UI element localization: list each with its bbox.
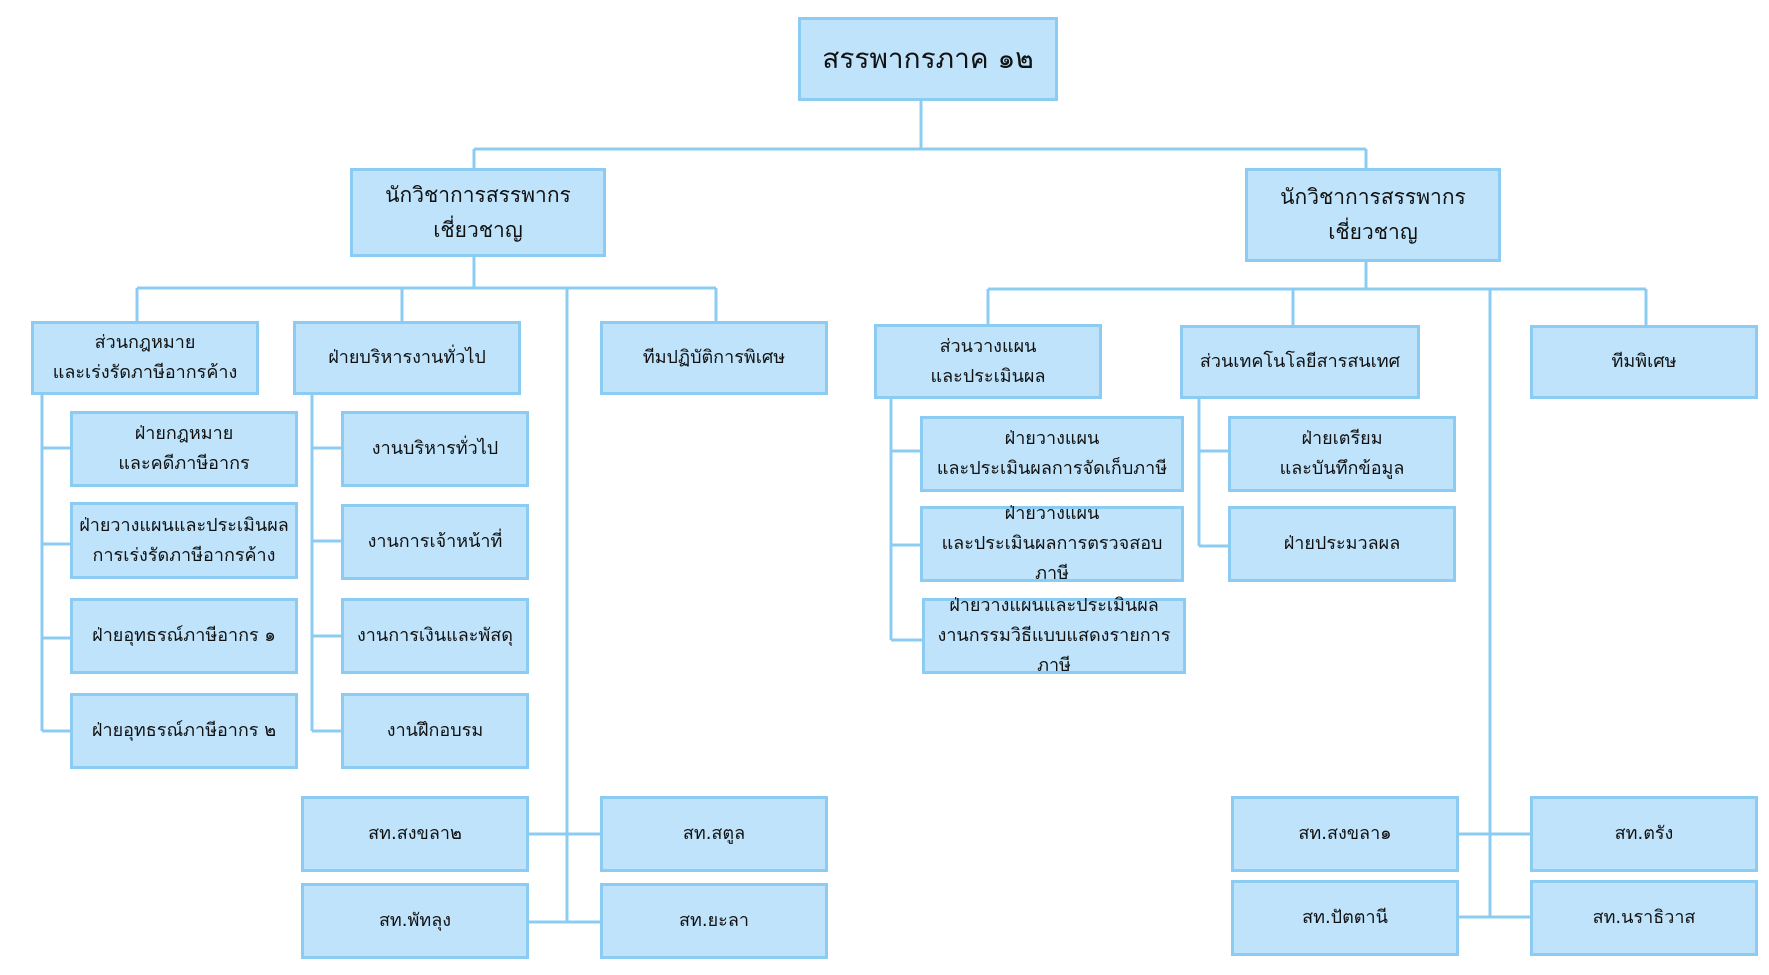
legal-unit-label: ฝ่ายกฎหมายและคดีภาษีอากร [118, 423, 250, 474]
office-trang-label: สท.ตรัง [1614, 823, 1674, 845]
training-work-box: งานฝึกอบรม [341, 693, 529, 769]
data-prep-unit-box: ฝ่ายเตรียมและบันทึกข้อมูล [1228, 416, 1456, 492]
legal-section-label: ส่วนกฎหมายและเร่งรัดภาษีอากรค้าง [52, 332, 238, 383]
legal-section-box: ส่วนกฎหมายและเร่งรัดภาษีอากรค้าง [31, 321, 259, 395]
expert-left-label: นักวิชาการสรรพากรเชี่ยวชาญ [385, 182, 571, 242]
office-narathiwat-label: สท.นราธิวาส [1592, 907, 1696, 929]
office-yala-box: สท.ยะลา [600, 883, 828, 959]
general-admin-work-box: งานบริหารทั่วไป [341, 411, 529, 487]
office-yala-label: สท.ยะลา [679, 910, 749, 932]
collection-planning-unit-box: ฝ่ายวางแผนและประเมินผลการจัดเก็บภาษี [920, 416, 1184, 492]
root-box: สรรพากรภาค ๑๒ [798, 17, 1058, 101]
planning-section-label: ส่วนวางแผนและประเมินผล [930, 335, 1046, 387]
finance-supplies-work-box: งานการเงินและพัสดุ [341, 598, 529, 674]
office-trang-box: สท.ตรัง [1530, 796, 1758, 872]
office-phatthalung-box: สท.พัทลุง [301, 883, 529, 959]
training-work-label: งานฝึกอบรม [386, 720, 484, 742]
office-phatthalung-label: สท.พัทลุง [378, 910, 452, 932]
special-ops-team-box: ทีมปฏิบัติการพิเศษ [600, 321, 828, 395]
office-satun-box: สท.สตูล [600, 796, 828, 872]
it-section-box: ส่วนเทคโนโลยีสารสนเทศ [1180, 325, 1420, 399]
expert-right-label: นักวิชาการสรรพากรเชี่ยวชาญ [1280, 185, 1466, 244]
arrears-planning-unit-label: ฝ่ายวางแผนและประเมินผลการเร่งรัดภาษีอากร… [79, 514, 289, 566]
collection-planning-unit-label: ฝ่ายวางแผนและประเมินผลการจัดเก็บภาษี [936, 428, 1168, 479]
data-prep-unit-label: ฝ่ายเตรียมและบันทึกข้อมูล [1279, 428, 1405, 479]
legal-unit-box: ฝ่ายกฎหมายและคดีภาษีอากร [70, 411, 298, 487]
appeal-unit-1-label: ฝ่ายอุทธรณ์ภาษีอากร ๑ [92, 625, 276, 647]
admin-division-label: ฝ่ายบริหารงานทั่วไป [328, 347, 486, 369]
appeal-unit-2-label: ฝ่ายอุทธรณ์ภาษีอากร ๒ [91, 720, 277, 742]
office-songkhla2-box: สท.สงขลา๒ [301, 796, 529, 872]
special-ops-team-label: ทีมปฏิบัติการพิเศษ [642, 347, 786, 369]
general-admin-work-label: งานบริหารทั่วไป [371, 438, 499, 460]
root-label: สรรพากรภาค ๑๒ [822, 41, 1034, 75]
appeal-unit-2-box: ฝ่ายอุทธรณ์ภาษีอากร ๒ [70, 693, 298, 769]
office-pattani-label: สท.ปัตตานี [1302, 907, 1388, 929]
office-songkhla2-label: สท.สงขลา๒ [368, 823, 462, 845]
return-processing-planning-unit-box: ฝ่ายวางแผนและประเมินผลงานกรรมวิธีแบบแสดง… [922, 595, 1186, 676]
office-songkhla1-label: สท.สงขลา๑ [1298, 823, 1392, 845]
audit-planning-unit-label: ฝ่ายวางแผนและประเมินผลการตรวจสอบภาษี [941, 503, 1163, 584]
return-processing-planning-unit-label: ฝ่ายวางแผนและประเมินผลงานกรรมวิธีแบบแสดง… [937, 595, 1171, 676]
expert-left-box: นักวิชาการสรรพากรเชี่ยวชาญ [350, 168, 606, 257]
processing-unit-label: ฝ่ายประมวลผล [1283, 533, 1401, 555]
special-team-label: ทีมพิเศษ [1611, 351, 1677, 373]
personnel-work-box: งานการเจ้าหน้าที่ [341, 504, 529, 580]
appeal-unit-1-box: ฝ่ายอุทธรณ์ภาษีอากร ๑ [70, 598, 298, 674]
arrears-planning-unit-box: ฝ่ายวางแผนและประเมินผลการเร่งรัดภาษีอากร… [70, 502, 298, 579]
office-songkhla1-box: สท.สงขลา๑ [1231, 796, 1459, 872]
planning-section-box: ส่วนวางแผนและประเมินผล [874, 324, 1102, 399]
expert-right-box: นักวิชาการสรรพากรเชี่ยวชาญ [1245, 168, 1501, 262]
it-section-label: ส่วนเทคโนโลยีสารสนเทศ [1199, 351, 1401, 373]
special-team-box: ทีมพิเศษ [1530, 325, 1758, 399]
office-narathiwat-box: สท.นราธิวาส [1530, 880, 1758, 956]
processing-unit-box: ฝ่ายประมวลผล [1228, 506, 1456, 582]
audit-planning-unit-box: ฝ่ายวางแผนและประเมินผลการตรวจสอบภาษี [920, 503, 1184, 584]
admin-division-box: ฝ่ายบริหารงานทั่วไป [293, 321, 521, 395]
finance-supplies-work-label: งานการเงินและพัสดุ [357, 625, 513, 647]
office-pattani-box: สท.ปัตตานี [1231, 880, 1459, 956]
personnel-work-label: งานการเจ้าหน้าที่ [367, 531, 503, 553]
office-satun-label: สท.สตูล [682, 823, 746, 845]
